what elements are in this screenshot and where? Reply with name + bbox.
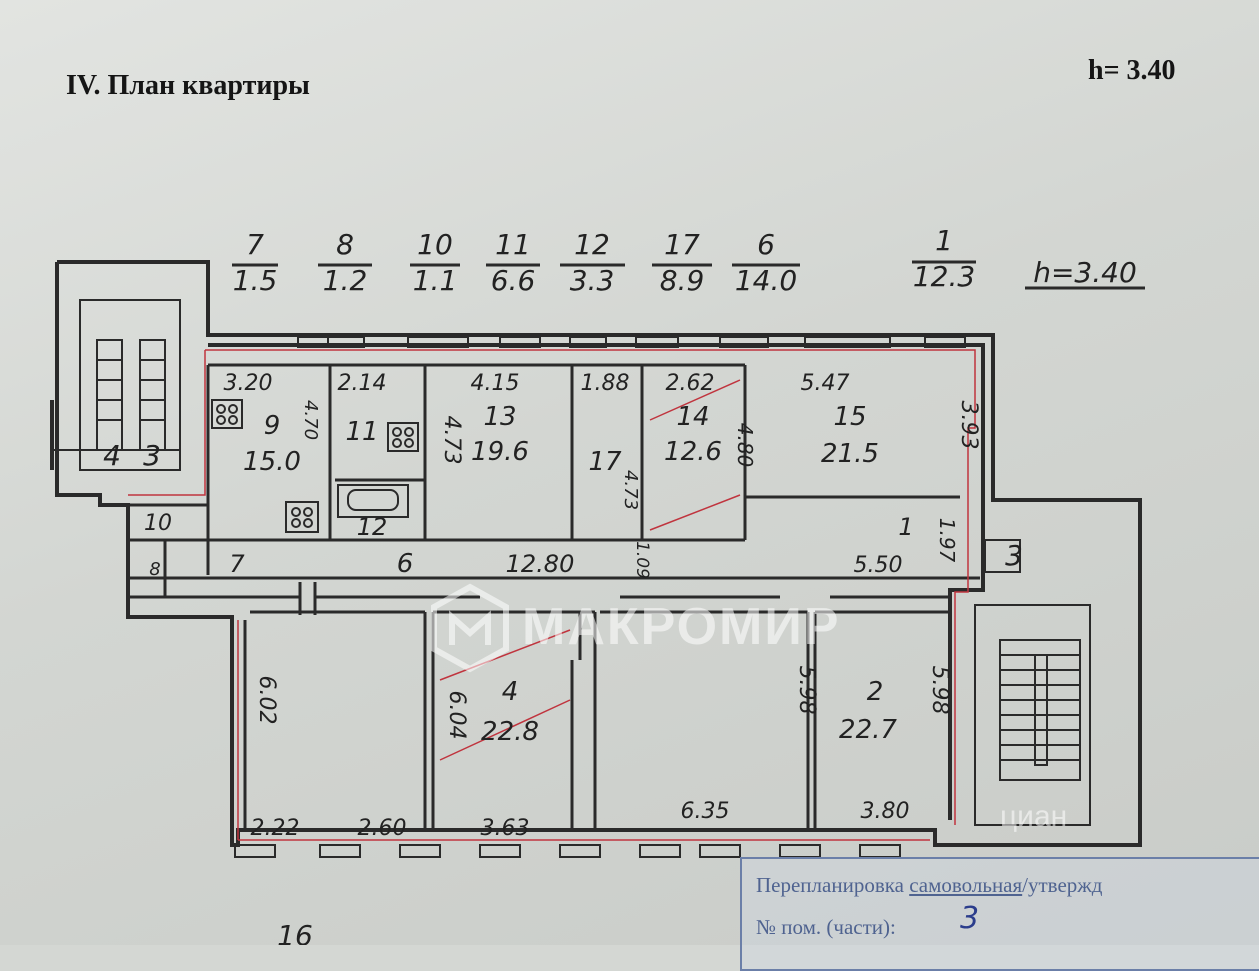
room4-width: 3.63 [481,816,530,841]
room1-number: 1 [898,513,913,541]
stair-right [974,539,1091,826]
room1-width: 5.50 [854,553,903,578]
legend-height-note: h=3.40 [1033,256,1137,289]
legend-num-1: 1 [935,224,953,257]
legend-num-11: 11 [495,228,531,261]
legend-area-1: 12.3 [913,260,975,293]
room15-width: 5.47 [801,371,850,396]
stamp-line-2: № пом. (части): [756,915,896,939]
stamp-line-1: Перепланировка самовольная/утвержд [756,873,1103,898]
windows-bottom [234,844,901,858]
room7-number: 7 [229,550,245,578]
roomB-depth: 5.98 [794,666,819,715]
room12-number: 12 [357,513,388,541]
room2-area: 22.7 [839,715,897,745]
room9-depth: 4.70 [300,400,321,440]
room13-number: 13 [483,402,516,432]
legend-num-10: 10 [417,228,453,261]
room-labels: 3.20 9 15.0 4.70 2.14 11 12 4.73 4.15 13… [103,371,1023,945]
floor-plan: 7 1.5 8 1.2 10 1.1 11 6.6 12 3.3 17 8.9 … [50,224,1145,945]
watermark-logo-icon [431,583,509,673]
room17-depth: 4.73 [620,470,641,510]
legend-area-7: 1.5 [233,264,278,297]
room6-number: 6 [397,549,414,579]
legend-area-17: 8.9 [660,264,705,297]
approval-stamp: Перепланировка самовольная/утвержд № пом… [740,857,1259,971]
ceiling-height: h= 3.40 [1088,55,1176,86]
legend-area-10: 1.1 [413,264,458,297]
room15-area: 21.5 [821,439,879,469]
legend-area-12: 3.3 [570,264,615,297]
stamp-line-1-c: /утвержд [1022,873,1103,897]
room17-width: 1.88 [581,371,630,396]
roomA-width-2: 2.60 [358,816,407,841]
room6-width: 1.09 [632,541,652,579]
bottom-mark: 16 [277,919,313,945]
legend-area-6: 14.0 [735,264,797,297]
room14-depth: 4.80 [733,423,757,468]
room2-width: 3.80 [861,799,910,824]
room4-depth: 6.04 [444,691,469,740]
room11-number: 11 [345,417,378,447]
red-outline [128,349,976,841]
legend-num-6: 6 [757,228,775,261]
legend-num-17: 17 [664,228,700,261]
room14-number: 14 [676,402,709,432]
stair-left-label-a: 4 [103,439,121,472]
room14-width: 2.62 [666,371,715,396]
room2-depth: 5.98 [927,666,952,715]
legend-num-8: 8 [336,228,354,261]
room9-number: 9 [264,411,281,441]
room13-depth: 4.73 [439,416,464,465]
stamp-line-1-a: Перепланировка [756,873,910,897]
stair-left [52,299,181,471]
room4-area: 22.8 [481,717,539,747]
roomA-width-1: 2.22 [251,816,300,841]
legend-area-8: 1.2 [323,264,368,297]
room11-width: 2.14 [338,371,387,396]
roomB-width: 6.35 [681,799,730,824]
legend-area-11: 6.6 [491,264,536,297]
watermark-site: циан [1000,800,1068,833]
room15-depth: 3.93 [956,401,981,450]
room8-number: 8 [149,559,160,580]
room6-length: 12.80 [506,550,575,578]
room2-number: 2 [867,677,884,707]
stair-left-label-b: 3 [143,439,161,472]
legend-num-12: 12 [574,228,610,261]
windows-top [297,336,966,348]
room1-depth: 1.97 [935,518,959,563]
legend-num-7: 7 [246,228,264,261]
legend: 7 1.5 8 1.2 10 1.1 11 6.6 12 3.3 17 8.9 … [233,224,1137,297]
room13-area: 19.6 [471,437,529,467]
stair-right-label: 3 [1005,539,1023,572]
room10-number: 10 [144,511,172,536]
room4-number: 4 [502,677,519,707]
room9-area: 15.0 [243,447,301,477]
stamp-value: 3 [960,901,980,936]
watermark: МАКРОМИР [430,575,838,685]
room17-number: 17 [588,447,622,477]
room9-width: 3.20 [224,371,273,396]
page-title: IV. План квартиры [66,70,310,101]
watermark-brand: МАКРОМИР [522,598,841,656]
room15-number: 15 [833,402,866,432]
fixtures [211,399,419,533]
stamp-line-1-b: самовольная [909,873,1023,897]
room14-area: 12.6 [664,437,722,467]
roomA-depth: 6.02 [254,676,279,725]
legend-fraction-bars [232,260,1145,290]
room13-width: 4.15 [471,371,520,396]
